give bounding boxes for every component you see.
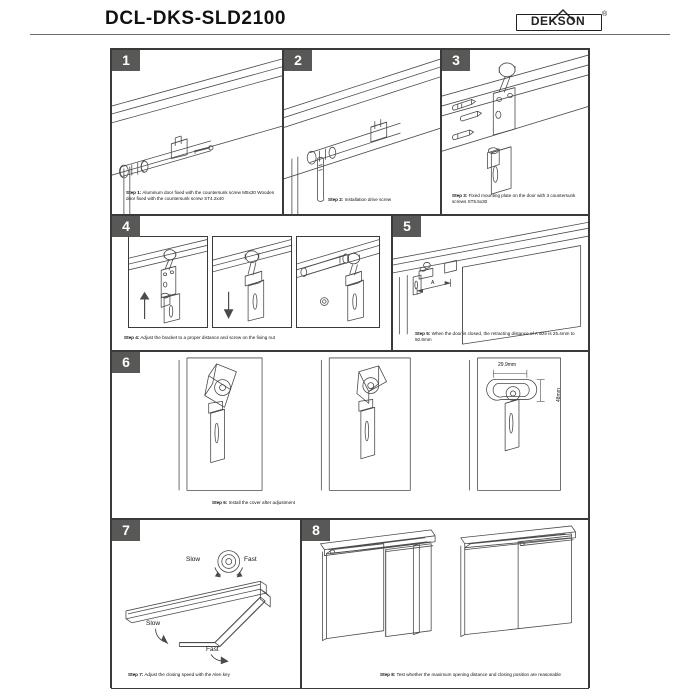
step-panel-5: 5 A Step 5: When the door is closed, the… [392,215,589,351]
step-7-illustration [125,550,271,665]
dimension-height-label: 48mm [556,388,562,402]
step-caption-2: Step 2: Installation drive screw [328,197,438,203]
step-panel-2: 2 Step 2: Installation drive screw [283,49,441,215]
step-text-8: Test whether the maximum opening distanc… [396,672,561,677]
dekson-logo: DEKSON ® [516,9,608,31]
step-caption-3: Step 3: Fixed mounting plate on the door… [452,193,586,205]
step-panel-3: 3 Step 3: Fixed mounting plate on the do… [441,49,589,215]
step-label-8: Step 8: [380,672,396,677]
step-text-5: When the door is closed, the retracting … [415,331,575,343]
step-badge-8: 8 [302,520,330,541]
step-3-illustration [442,54,588,195]
key-slow-label: Slow [146,620,161,627]
step-caption-5: Step 5: When the door is closed, the ret… [415,331,577,343]
step-label-5: Step 5: [415,331,431,336]
step-text-3: Fixed mounting plate on the door with 3 … [452,193,576,205]
panel-grid: 1 Step 1: Aluminum door fixed with the c… [110,48,590,689]
step-5-illustration [393,221,588,345]
step-4c-illustration [297,239,379,322]
step-badge-6: 6 [112,352,140,373]
step-badge-1: 1 [112,50,140,71]
step-4b-illustration [213,239,291,322]
header-divider [30,34,670,35]
step-2-illustration [284,58,440,214]
step-text-7: Adjust the closing speed with the Alen k… [144,672,230,677]
step-caption-7: Step 7: Adjust the closing speed with th… [128,672,294,678]
step-caption-4: Step 4: Adjust the bracket to a proper d… [124,335,386,341]
step-badge-4: 4 [112,216,140,237]
step-text-2: Installation drive screw [344,197,392,202]
step-text-6: Install the cover after adjustment [228,500,295,505]
step-4-sub-b [212,236,292,328]
step-label-4: Step 4: [124,335,140,340]
dimension-a-label: A [431,280,435,286]
step-panel-7: 7 [111,519,301,689]
step-1-illustration [112,58,282,214]
step-text-1: Aluminum door fixed with the countersunk… [126,190,275,202]
step-panel-6: 6 [111,351,589,519]
step-label-6: Step 6: [212,500,228,505]
step-text-4: Adjust the bracket to a proper distance … [140,335,275,340]
speed-fast-label: Fast [244,556,257,563]
step-4-sub-c [296,236,380,328]
step-4a-illustration [129,239,207,324]
step-6-illustration [178,357,561,491]
step-badge-5: 5 [393,216,421,237]
step-label-3: Step 3: [452,193,468,198]
step-label-1: Step 1: [126,190,142,195]
step-label-7: Step 7: [128,672,144,677]
speed-slow-label: Slow [186,556,201,563]
step-4-sub-a [128,236,208,328]
sheet-header: DCL-DKS-SLD2100 DEKSON ® [0,0,700,40]
key-fast-label: Fast [206,646,219,653]
step-8-illustration [320,525,576,641]
step-panel-8: 8 [301,519,589,689]
step-label-2: Step 2: [328,197,344,202]
page-title: DCL-DKS-SLD2100 [105,8,287,29]
step-panel-1: 1 Step 1: Aluminum door fixed with the c… [111,49,283,215]
dimension-width-label: 29.9mm [498,362,517,368]
logo-swoosh-icon [550,9,576,23]
step-panel-4: 4 [111,215,392,351]
registered-mark-icon: ® [602,11,608,18]
step-badge-7: 7 [112,520,140,541]
step-badge-2: 2 [284,50,312,71]
step-caption-1: Step 1: Aluminum door fixed with the cou… [126,190,278,202]
step-caption-8: Step 8: Test whether the maximum opening… [380,672,586,678]
step-badge-3: 3 [442,50,470,71]
step-caption-6: Step 6: Install the cover after adjustme… [212,500,412,506]
